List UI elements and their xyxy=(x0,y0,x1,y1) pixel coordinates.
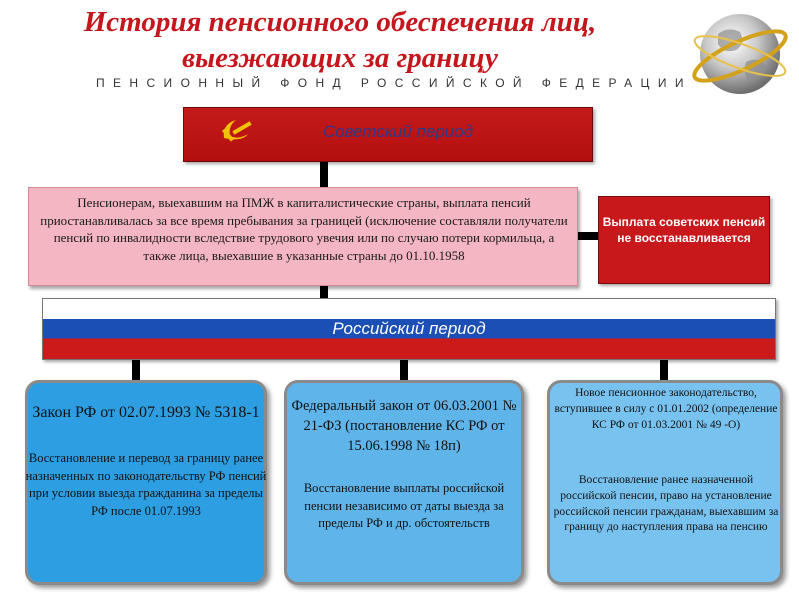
russian-period-header xyxy=(42,298,776,360)
soviet-right-box xyxy=(598,196,770,284)
law-card-2-heading: Федеральный закон от 06.03.2001 № 21-ФЗ … xyxy=(291,398,517,454)
soviet-period-title: Советский период xyxy=(322,122,474,141)
connector-line xyxy=(660,360,668,380)
law-card-2 xyxy=(284,380,524,585)
connector-line xyxy=(400,360,408,380)
page-title: История пенсионного обеспечения лиц, вые… xyxy=(60,4,620,76)
law-card-3-text: Восстановление ранее назначенной российс… xyxy=(553,474,779,534)
globe-icon xyxy=(692,14,788,94)
connector-line xyxy=(576,232,598,240)
page-subtitle: ПЕНСИОННЫЙ ФОНД РОССИЙСКОЙ ФЕДЕРАЦИИ xyxy=(96,76,692,90)
law-card-3-heading: Новое пенсионное законодательство, вступ… xyxy=(554,387,778,431)
soviet-period-header: Советский период xyxy=(183,107,593,162)
law-card-1-heading: Закон РФ от 02.07.1993 № 5318-1 xyxy=(32,404,260,421)
title-line-2: выезжающих за границу xyxy=(182,42,498,74)
law-card-2-text: Восстановление выплаты российской пенсии… xyxy=(303,481,505,530)
connector-line xyxy=(320,162,328,190)
soviet-left-box xyxy=(28,187,578,286)
law-card-3 xyxy=(547,380,783,585)
hammer-sickle-icon xyxy=(221,120,252,142)
title-line-1: История пенсионного обеспечения лиц, xyxy=(83,6,597,38)
russian-period-title: Российский период xyxy=(332,319,486,338)
law-card-1 xyxy=(25,380,267,585)
connector-line xyxy=(320,285,328,298)
law-card-1-text: Восстановление и перевод за границу ране… xyxy=(25,451,267,518)
soviet-left-text: Пенсионерам, выехавшим на ПМЖ в капитали… xyxy=(40,195,568,263)
connector-line xyxy=(132,360,140,380)
soviet-right-text: Выплата советских пенсий не восстанавлив… xyxy=(602,215,766,245)
